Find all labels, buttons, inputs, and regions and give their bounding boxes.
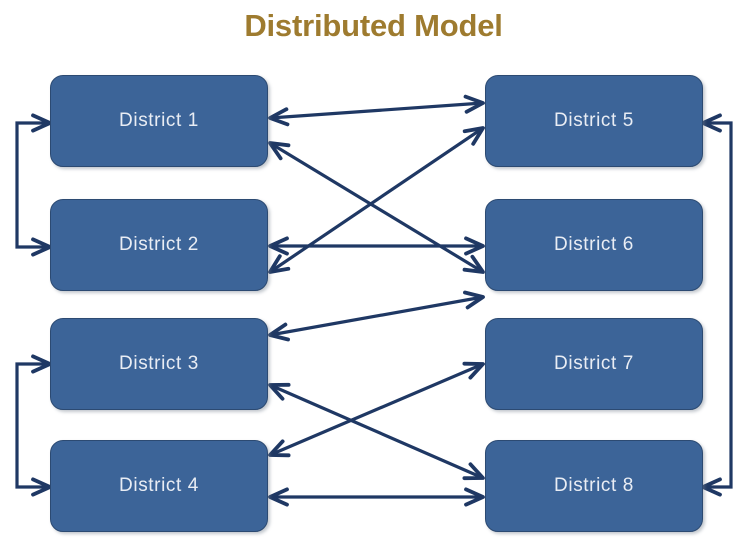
node-district-5[interactable]: District 5 — [485, 75, 703, 167]
edge-e-d3-d4-loop — [15, 354, 52, 497]
node-label: District 4 — [119, 475, 199, 496]
edge-e-d5-d8-loop — [701, 113, 733, 497]
node-district-4[interactable]: District 4 — [50, 440, 268, 532]
arrowhead-icon — [463, 94, 485, 114]
arrowhead-icon — [268, 439, 291, 458]
node-label: District 6 — [554, 234, 634, 255]
edge-line — [269, 141, 484, 274]
node-label: District 2 — [119, 234, 199, 255]
arrowhead-icon — [462, 254, 485, 274]
edge-line — [15, 121, 50, 249]
arrowhead-icon — [462, 462, 485, 481]
node-district-7[interactable]: District 7 — [485, 318, 703, 410]
node-label: District 7 — [554, 353, 634, 374]
arrowhead-icon — [268, 236, 289, 256]
arrowhead-icon — [268, 322, 290, 342]
edge-line — [15, 362, 50, 489]
edge-line — [269, 295, 484, 337]
arrowhead-icon — [31, 354, 52, 374]
edge-e-d4-d7 — [268, 361, 485, 458]
node-district-1[interactable]: District 1 — [50, 75, 268, 167]
edge-line — [269, 126, 484, 274]
edge-e-d3-d8 — [268, 382, 485, 481]
arrowhead-icon — [31, 237, 52, 257]
edge-line — [269, 362, 484, 457]
node-label: District 8 — [554, 475, 634, 496]
arrowhead-icon — [268, 382, 291, 401]
edge-e-d4-d8 — [268, 487, 485, 507]
edge-e-d1-d5 — [268, 94, 485, 127]
arrowhead-icon — [31, 113, 52, 133]
edge-e-d2-d6 — [268, 236, 485, 256]
node-label: District 1 — [119, 110, 199, 131]
arrowhead-icon — [701, 113, 722, 133]
arrowhead-icon — [268, 107, 290, 127]
node-label: District 3 — [119, 353, 199, 374]
edge-e-d3-d6 — [268, 290, 485, 342]
arrowhead-icon — [464, 236, 485, 256]
arrowhead-icon — [463, 290, 485, 310]
arrowhead-icon — [31, 477, 52, 497]
edge-e-d1-d6 — [268, 141, 485, 274]
arrowhead-icon — [462, 361, 485, 380]
edge-line — [703, 121, 733, 489]
arrowhead-icon — [268, 487, 289, 507]
node-district-2[interactable]: District 2 — [50, 199, 268, 291]
arrowhead-icon — [701, 477, 722, 497]
node-district-6[interactable]: District 6 — [485, 199, 703, 291]
page-title: Distributed Model — [244, 8, 503, 43]
node-district-8[interactable]: District 8 — [485, 440, 703, 532]
arrowhead-icon — [268, 141, 291, 161]
edge-e-d1-d2-loop — [15, 113, 52, 257]
arrowhead-icon — [462, 126, 485, 146]
edge-line — [269, 101, 484, 120]
node-district-3[interactable]: District 3 — [50, 318, 268, 410]
node-label: District 5 — [554, 110, 634, 131]
arrowhead-icon — [268, 254, 291, 274]
edge-line — [269, 383, 484, 480]
arrowhead-icon — [464, 487, 485, 507]
edge-e-d2-d5 — [268, 126, 485, 274]
